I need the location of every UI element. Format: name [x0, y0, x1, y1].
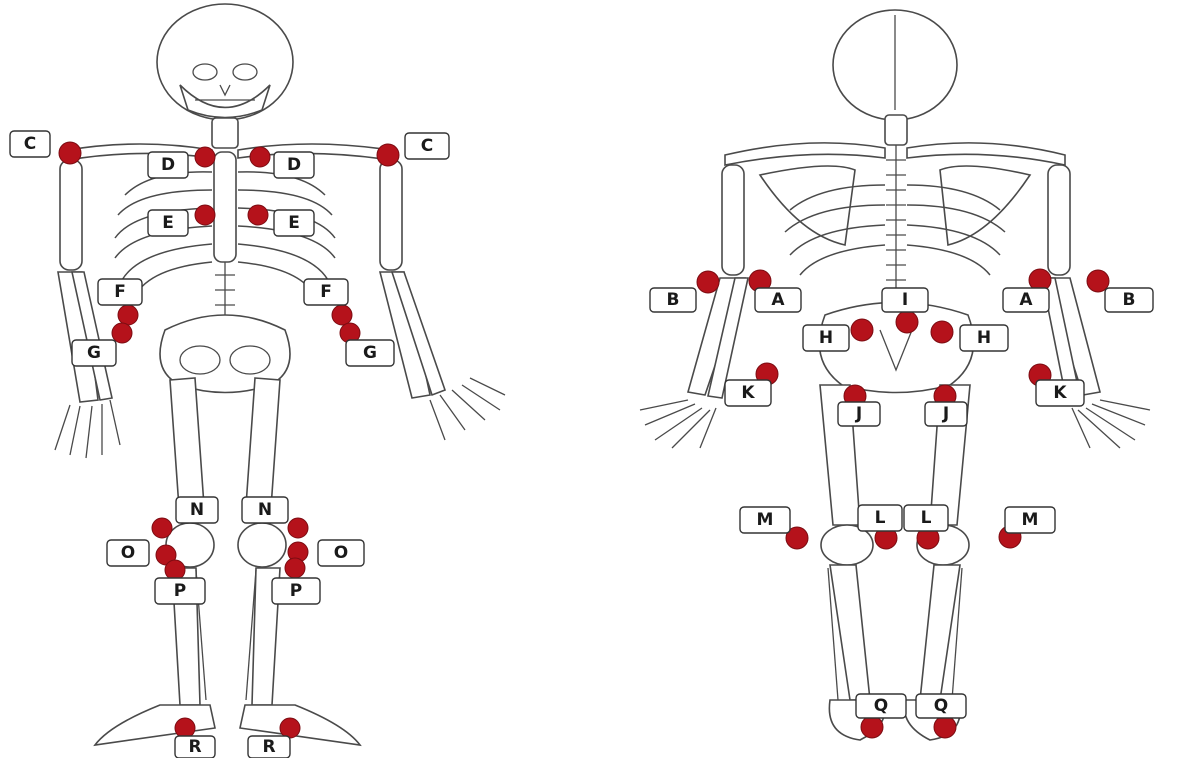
point-label: D: [287, 155, 301, 175]
point-label: D: [161, 155, 175, 175]
point-label: N: [258, 500, 272, 520]
tender-point-dot: [896, 311, 918, 333]
point-label: G: [87, 343, 101, 363]
point-label: B: [1123, 290, 1136, 310]
tender-point-dot: [332, 305, 352, 325]
point-m-left: M: [740, 507, 808, 549]
point-label: L: [875, 508, 886, 528]
point-e-right: E: [248, 205, 314, 236]
point-g-right: G: [340, 323, 394, 366]
point-label: I: [902, 290, 908, 310]
tender-point-dot: [248, 205, 268, 225]
point-label: F: [320, 282, 332, 302]
posterior-skeleton: [640, 10, 1150, 740]
point-label: H: [819, 328, 833, 348]
point-label: J: [942, 404, 949, 424]
tender-point-dot: [288, 518, 308, 538]
point-label: J: [855, 404, 862, 424]
point-label: A: [1019, 290, 1033, 310]
point-label: P: [174, 581, 186, 601]
tender-point-dot: [934, 716, 956, 738]
tender-point-dot: [285, 558, 305, 578]
point-label: B: [667, 290, 680, 310]
point-c-left: C: [10, 131, 81, 164]
point-d-right: D: [250, 147, 314, 178]
point-q-left: Q: [856, 694, 906, 738]
tender-point-dot: [59, 142, 81, 164]
tender-point-dot: [195, 147, 215, 167]
point-label: R: [188, 737, 201, 757]
tender-point-dot: [851, 319, 873, 341]
point-d-left: D: [148, 147, 215, 178]
point-label: Q: [874, 696, 888, 716]
point-f-right: F: [304, 279, 352, 325]
point-label: F: [114, 282, 126, 302]
point-p-right: P: [272, 558, 320, 604]
anterior-skeleton: [55, 4, 505, 745]
point-label: H: [977, 328, 991, 348]
point-label: P: [290, 581, 302, 601]
point-label: K: [741, 383, 755, 403]
point-label: Q: [934, 696, 948, 716]
point-label: G: [363, 343, 377, 363]
point-m-right: M: [999, 507, 1055, 548]
point-f-left: F: [98, 279, 142, 325]
tender-point-dot: [195, 205, 215, 225]
tender-point-dot: [165, 560, 185, 580]
point-a-right: A: [1003, 269, 1051, 312]
point-label: M: [1022, 510, 1039, 530]
tender-point-dot: [377, 144, 399, 166]
tender-point-dot: [112, 323, 132, 343]
point-label: O: [121, 543, 135, 563]
point-a-left: A: [749, 270, 801, 312]
point-label: E: [162, 213, 174, 233]
tender-point-dot: [118, 305, 138, 325]
point-label: N: [190, 500, 204, 520]
point-label: E: [288, 213, 300, 233]
point-b-left: B: [650, 271, 719, 312]
tender-point-dot: [152, 518, 172, 538]
point-k-left: K: [725, 363, 778, 406]
point-label: O: [334, 543, 348, 563]
point-label: A: [771, 290, 785, 310]
point-label: C: [421, 136, 433, 156]
tender-point-dot: [861, 716, 883, 738]
point-label: M: [757, 510, 774, 530]
point-e-left: E: [148, 205, 215, 236]
point-b-right: B: [1087, 270, 1153, 312]
tender-point-dot: [250, 147, 270, 167]
tender-point-dot: [280, 718, 300, 738]
point-label: K: [1053, 383, 1067, 403]
point-c-right: C: [377, 133, 449, 166]
tender-point-dot: [697, 271, 719, 293]
point-label: C: [24, 134, 36, 154]
point-label: R: [262, 737, 275, 757]
tender-point-dot: [175, 718, 195, 738]
tender-point-dot: [931, 321, 953, 343]
point-label: L: [921, 508, 932, 528]
